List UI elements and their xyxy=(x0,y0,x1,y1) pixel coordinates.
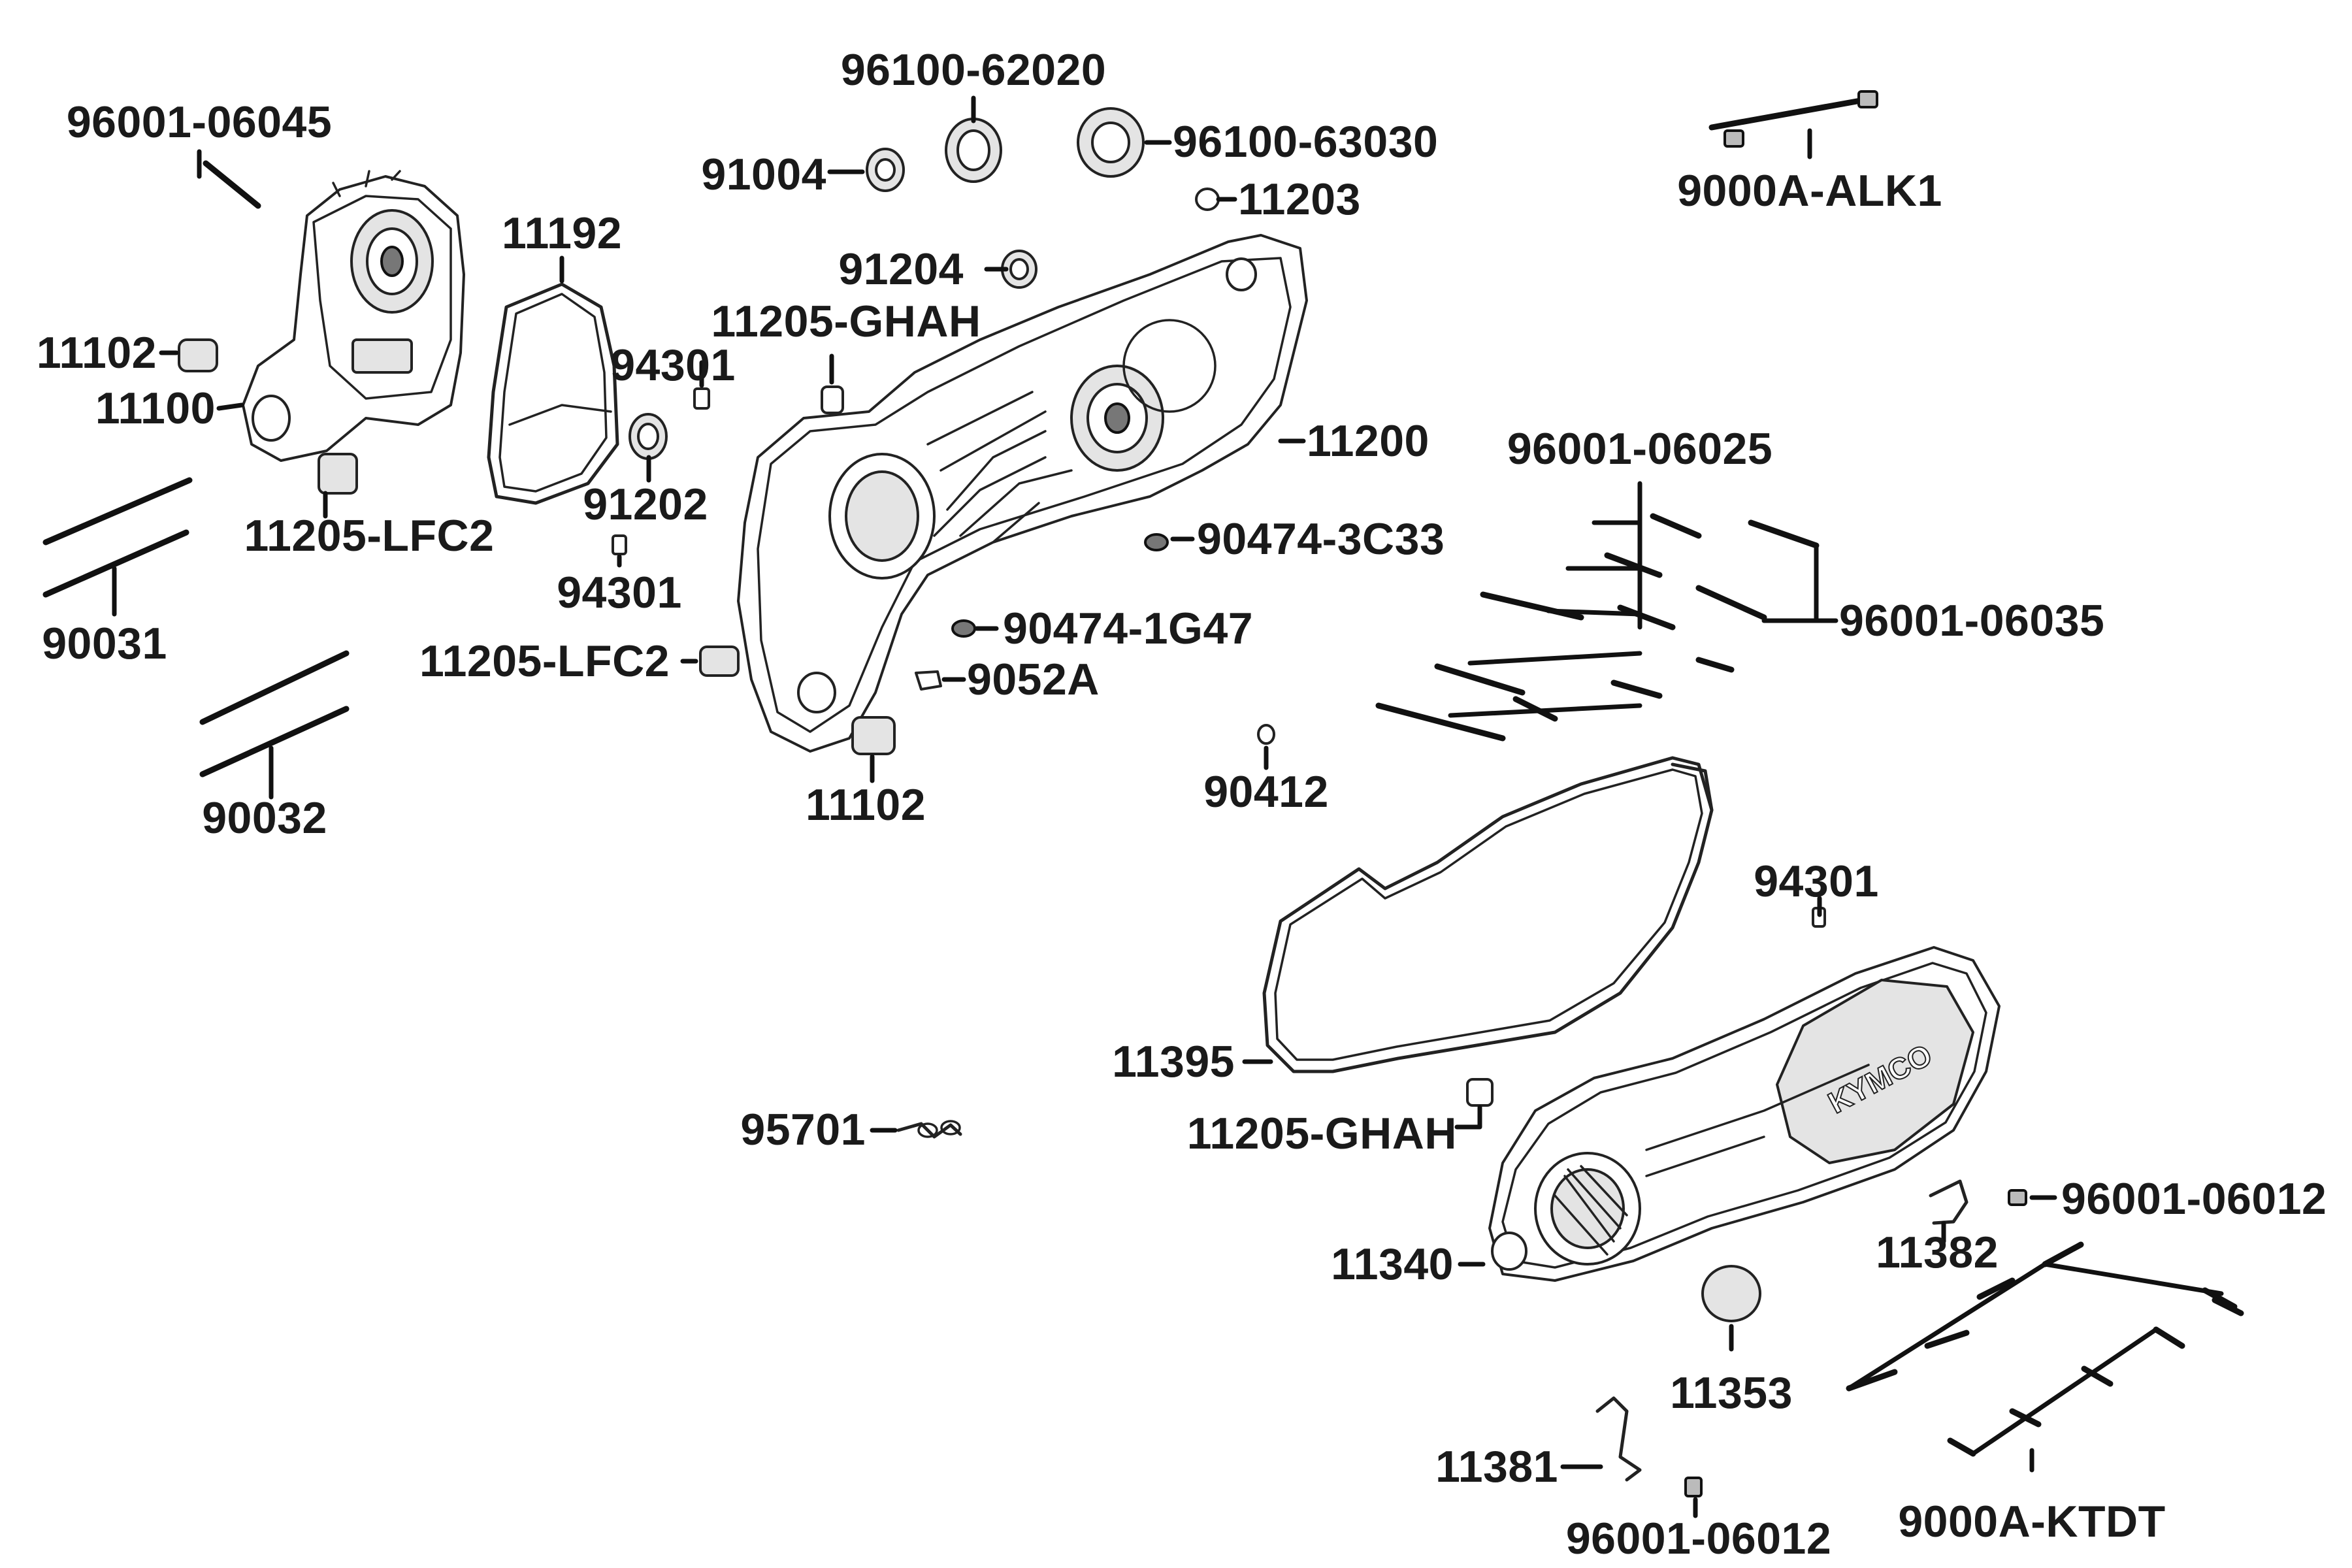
studs-and-bolts xyxy=(42,90,2244,1457)
label-96001-06012-right: 96001-06012 xyxy=(2061,1174,2327,1224)
label-96100-63030: 96100-63030 xyxy=(1173,117,1438,167)
label-9052a: 9052A xyxy=(967,655,1100,704)
label-96001-06012-bottom: 96001-06012 xyxy=(1566,1514,1831,1563)
label-11102-mid: 11102 xyxy=(806,780,926,830)
label-90032: 90032 xyxy=(202,793,327,843)
label-11382: 11382 xyxy=(1876,1228,1999,1277)
label-96001-06045: 96001-06045 xyxy=(67,97,332,147)
label-96100-62020: 96100-62020 xyxy=(841,45,1106,95)
label-11340: 11340 xyxy=(1331,1239,1454,1289)
label-95701: 95701 xyxy=(740,1105,866,1154)
leader-lines xyxy=(112,95,2224,1518)
label-11381: 11381 xyxy=(1435,1442,1558,1492)
label-90412: 90412 xyxy=(1203,767,1329,817)
label-90474-1g47: 90474-1G47 xyxy=(1003,604,1253,653)
gasket-11395 xyxy=(1262,756,1714,1073)
label-91204: 91204 xyxy=(838,244,964,294)
label-11205-lfc2-mid: 11205-LFC2 xyxy=(419,636,670,686)
main-crankcase-11200 xyxy=(737,234,1308,753)
part-number-labels: 96100-62020 96001-06045 91004 96100-6303… xyxy=(37,45,2327,1563)
label-91202: 91202 xyxy=(583,480,708,529)
label-94301-right: 94301 xyxy=(1754,857,1879,906)
left-crankcase-11100 xyxy=(242,170,465,462)
label-90031: 90031 xyxy=(42,619,167,668)
label-9000a-alk1: 9000A-ALK1 xyxy=(1677,166,1942,216)
label-11205-ghah-top: 11205-GHAH xyxy=(711,297,981,346)
gasket-11192 xyxy=(487,282,619,505)
label-11205-lfc2-left: 11205-LFC2 xyxy=(244,511,495,561)
label-96001-06035: 96001-06035 xyxy=(1839,596,2104,645)
label-94301-top: 94301 xyxy=(610,340,736,390)
label-11205-ghah-bottom: 11205-GHAH xyxy=(1187,1109,1457,1158)
label-96001-06025: 96001-06025 xyxy=(1507,424,1772,474)
label-11102-left: 11102 xyxy=(37,328,157,378)
small-parts xyxy=(178,107,2027,1497)
label-11203: 11203 xyxy=(1238,174,1361,224)
label-11100: 11100 xyxy=(95,384,216,433)
label-11395: 11395 xyxy=(1112,1037,1235,1086)
label-11353: 11353 xyxy=(1670,1368,1793,1418)
label-91004: 91004 xyxy=(701,150,826,199)
drive-cover-11340 xyxy=(1488,946,2001,1282)
label-9000a-ktdt: 9000A-KTDT xyxy=(1898,1497,2165,1546)
label-11192: 11192 xyxy=(502,208,622,258)
label-94301-mid: 94301 xyxy=(557,568,682,617)
label-90474-3c33: 90474-3C33 xyxy=(1197,514,1445,564)
label-11200: 11200 xyxy=(1307,416,1429,466)
